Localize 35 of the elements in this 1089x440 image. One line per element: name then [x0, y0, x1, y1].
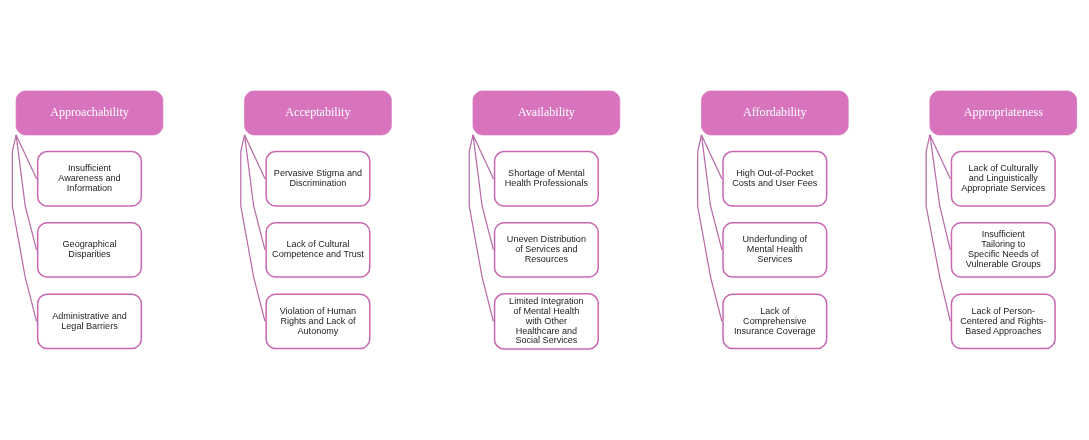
node-box: Uneven Distribution of Services and Resources	[493, 221, 599, 278]
connector	[472, 134, 495, 180]
connector	[700, 134, 723, 251]
connector	[240, 134, 266, 322]
connector	[15, 134, 38, 180]
node-box: Approachability	[15, 90, 164, 136]
connector	[925, 134, 951, 322]
node-box: Appropriateness	[929, 90, 1078, 136]
connector	[468, 134, 495, 322]
node-box: Lack of Comprehensive Insurance Coverage	[722, 293, 828, 350]
node-box: Geographical Disparities	[36, 221, 143, 278]
connector	[700, 134, 723, 180]
node-box: Limited Integration of Mental Health with Other Healthcare and Social Services	[493, 293, 599, 350]
connector	[472, 134, 495, 251]
node-box: Lack of Person-Centered and Rights-Based Approaches	[950, 293, 1056, 350]
node-box: Lack of Cultural Competence and Trust	[265, 221, 371, 278]
connector	[15, 134, 38, 251]
connector	[243, 134, 266, 251]
connector	[697, 134, 723, 322]
node-box: Insufficient Awareness and Information	[36, 150, 143, 207]
node-box: Pervasive Stigma and Discrimination	[265, 150, 371, 207]
node-box: Underfunding of Mental Health Services	[722, 221, 828, 278]
node-box: Affordability	[701, 90, 849, 136]
connector	[11, 134, 38, 322]
node-box: Violation of Human Rights and Lack of Autonomy	[265, 293, 371, 350]
connector	[243, 134, 266, 180]
node-box: Lack of Culturally and Linguistically Appropriate Services	[950, 150, 1056, 207]
node-box: Availability	[472, 90, 621, 136]
node-box: Shortage of Mental Health Professionals	[493, 150, 599, 207]
node-box: Administrative and Legal Barriers	[36, 293, 143, 350]
node-box: Insufficient Tailoring to Specific Needs of Vulnerable Groups	[950, 221, 1056, 278]
connector	[929, 134, 951, 180]
connector	[929, 134, 951, 251]
node-box: High Out-of-Pocket Costs and User Fees	[722, 150, 828, 207]
node-box: Acceptability	[244, 90, 392, 136]
